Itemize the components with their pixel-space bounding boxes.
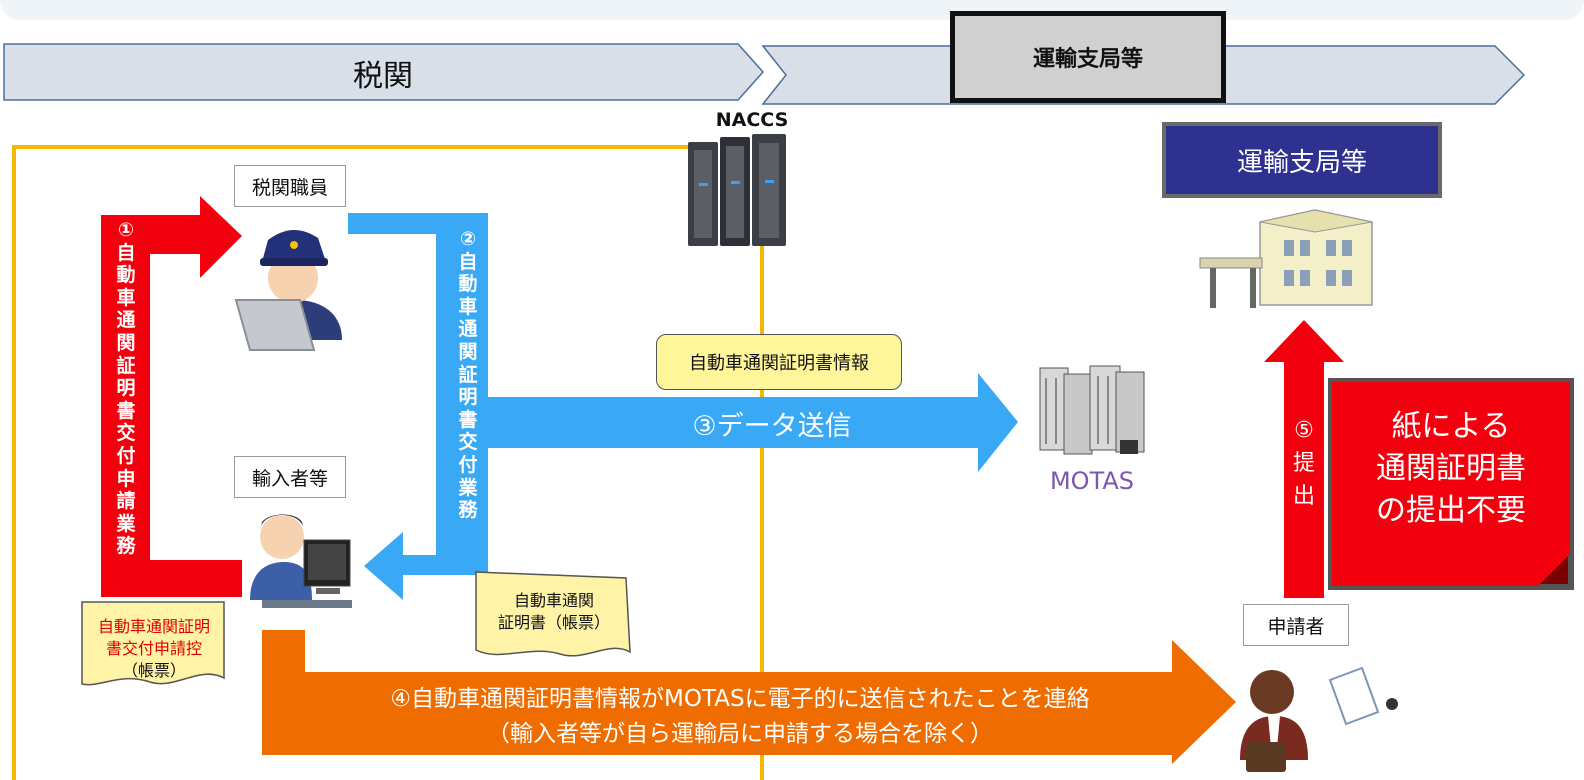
- customs-banner: [3, 43, 765, 101]
- step1-char: 動: [116, 264, 136, 287]
- no-paper-callout: 紙による通関証明書の提出不要: [1328, 378, 1574, 590]
- applicant-label: 申請者: [1243, 604, 1349, 646]
- motas-label: MOTAS: [1049, 467, 1135, 495]
- step5-arrow: [1264, 320, 1344, 598]
- step3-arrow: [488, 373, 1018, 472]
- request-copy-line: 書交付申請控: [105, 639, 202, 658]
- officer-laptop-icon: [234, 299, 316, 351]
- applicant-document-icon: [1328, 666, 1380, 726]
- step4-label-line1: ④自動車通関証明書情報がMOTASに電子的に送信されたことを連絡: [390, 686, 1090, 712]
- request-copy-text: 自動車通関証明書交付申請控 （帳票）: [84, 616, 224, 682]
- request-copy-document: [81, 601, 225, 686]
- officer-icon: [234, 229, 342, 351]
- step2-char: 通: [458, 318, 478, 341]
- customs-banner-label: 税関: [353, 59, 413, 94]
- step1-char: ①: [117, 219, 135, 241]
- step1-char: 証: [116, 354, 136, 377]
- customs-boundary-line: [12, 145, 690, 780]
- step2-char: 車: [458, 295, 478, 318]
- request-copy-line: （帳票）: [121, 661, 186, 680]
- step2-char: 業: [458, 476, 478, 499]
- step4-label-line2: （輸入者等が自ら運輸局に申請する場合を除く）: [487, 721, 993, 747]
- certificate-document: [475, 571, 631, 657]
- step1-char: 関: [116, 331, 136, 354]
- step2-arrow: [348, 213, 488, 600]
- step1-char: 付: [116, 444, 136, 467]
- step1-char: 申: [116, 467, 136, 490]
- step2-char: 自: [458, 250, 478, 273]
- transport-office-label: 運輸支局等: [1236, 147, 1367, 178]
- step1-char: 自: [116, 241, 136, 264]
- step3-label: ③データ送信: [692, 411, 852, 442]
- step1-char: 務: [116, 535, 136, 558]
- callout-line: 通関証明書: [1376, 451, 1526, 486]
- step5-char: 提: [1292, 451, 1315, 476]
- government-building-icon: [1199, 209, 1373, 308]
- step2-char: 交: [458, 431, 478, 454]
- step2-char: 関: [458, 340, 478, 363]
- step2-char: 付: [458, 453, 478, 476]
- step2-char: 証: [458, 363, 478, 386]
- step1-char: 車: [116, 286, 136, 309]
- step1-char: 交: [116, 422, 136, 445]
- transport-header-label: 運輸支局等: [1032, 47, 1143, 72]
- certificate-line: 自動車通関: [513, 591, 594, 610]
- request-copy-line: 自動車通関証明: [97, 617, 210, 636]
- officer-label: 税関職員: [234, 165, 346, 207]
- step1-char: 明: [116, 377, 136, 400]
- step5-vertical-label: ⑤ 提出: [1289, 414, 1319, 513]
- step3-info-label: 自動車通関証明書情報: [689, 353, 869, 374]
- callout-line: 紙による: [1391, 409, 1511, 444]
- callout-line: の提出不要: [1376, 493, 1526, 528]
- certificate-text: 自動車通関証明書（帳票）: [480, 590, 628, 634]
- step2-char: 明: [458, 386, 478, 409]
- step2-char: 動: [458, 273, 478, 296]
- naccs-server-icon: [688, 134, 786, 246]
- transport-office-box: 運輸支局等: [1162, 122, 1442, 198]
- step1-char: 業: [116, 512, 136, 535]
- step1-char: 請: [116, 490, 136, 513]
- step5-char: 出: [1292, 484, 1315, 509]
- naccs-label: NACCS: [715, 109, 789, 131]
- step1-char: 書: [116, 399, 136, 422]
- step2-char: 務: [458, 499, 478, 522]
- step2-char: ②: [459, 228, 477, 250]
- step4-arrow: [262, 630, 1236, 764]
- transport-header-box: 運輸支局等: [950, 11, 1226, 103]
- step3-info-box: 自動車通関証明書情報: [656, 334, 902, 390]
- certificate-line: 証明書（帳票）: [497, 613, 610, 632]
- importer-label: 輸入者等: [234, 456, 346, 498]
- step1-arrow: [101, 196, 242, 597]
- importer-icon: [250, 514, 352, 608]
- callout-folded-corner: [1534, 550, 1574, 590]
- step5-char: ⑤: [1294, 418, 1314, 443]
- motas-server-icon: [1039, 365, 1145, 455]
- step2-char: 書: [458, 408, 478, 431]
- applicant-icon: [1240, 666, 1398, 772]
- step1-char: 通: [116, 309, 136, 332]
